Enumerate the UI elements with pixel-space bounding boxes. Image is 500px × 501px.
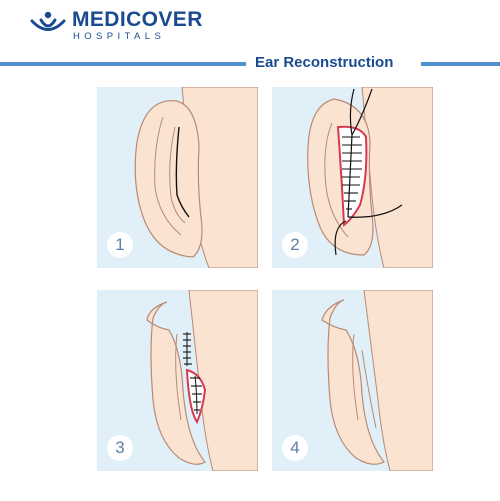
step-number: 4 — [282, 435, 308, 461]
step-panel-3: 3 — [97, 290, 258, 471]
page-title: Ear Reconstruction — [255, 54, 394, 71]
title-row: Ear Reconstruction — [0, 52, 500, 74]
ear-suturing-illustration — [307, 87, 433, 268]
step-panel-2: 2 — [272, 87, 433, 268]
ear-healed-illustration — [321, 290, 433, 471]
brand-logo: MEDICOVER HOSPITALS — [30, 8, 203, 44]
step-number: 2 — [282, 232, 308, 258]
title-rule-left — [0, 62, 246, 66]
step-panel-1: 1 — [97, 87, 258, 268]
step-panel-4: 4 — [272, 290, 433, 471]
ear-incision-illustration — [134, 87, 258, 268]
title-rule-right — [421, 62, 500, 66]
brand-name: MEDICOVER — [72, 8, 203, 31]
step-number: 1 — [107, 232, 133, 258]
ear-closing-illustration — [146, 290, 258, 471]
brand-tagline: HOSPITALS — [73, 31, 166, 42]
step-number: 3 — [107, 435, 133, 461]
medicover-logo-icon — [30, 11, 66, 31]
